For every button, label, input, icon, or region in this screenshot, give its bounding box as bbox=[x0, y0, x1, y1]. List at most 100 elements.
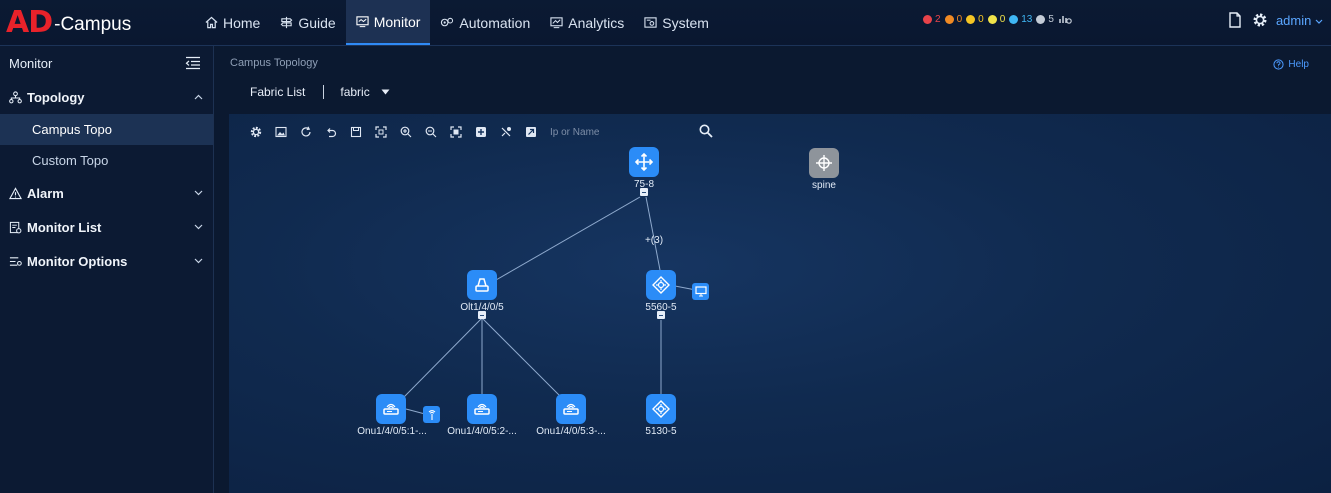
spine-switch-icon bbox=[816, 155, 832, 171]
alarm-dot-minor-icon bbox=[966, 14, 976, 24]
search-input[interactable] bbox=[550, 123, 690, 141]
collapse-toggle-5560-5[interactable] bbox=[657, 311, 665, 319]
link-olt-onu1[interactable] bbox=[403, 318, 482, 398]
fabric-dropdown[interactable]: fabric bbox=[340, 85, 390, 99]
alarm-settings-icon[interactable] bbox=[1058, 13, 1072, 25]
logo-ad: AD bbox=[6, 4, 53, 40]
zoom-in-icon bbox=[400, 126, 412, 138]
gear-icon[interactable] bbox=[1252, 12, 1268, 28]
device-node-olt[interactable] bbox=[467, 270, 497, 300]
help-label: Help bbox=[1288, 59, 1309, 70]
onu-icon bbox=[474, 403, 490, 415]
alarm-other[interactable]: 5 bbox=[1036, 14, 1054, 25]
sidebar-group-topology[interactable]: Topology bbox=[0, 80, 213, 114]
settings-tool[interactable] bbox=[249, 125, 263, 139]
fit-view-icon bbox=[375, 126, 387, 138]
fit-view-tool[interactable] bbox=[374, 125, 388, 139]
topology-canvas[interactable]: 75-8 spine +(3) Olt1/4/0/5 5560-5 Onu1/4… bbox=[229, 114, 1331, 493]
access-point-node[interactable] bbox=[423, 406, 440, 423]
logo-campus: -Campus bbox=[54, 14, 132, 35]
alarm-minor-count: 0 bbox=[978, 13, 984, 25]
sidebar-title: Monitor bbox=[9, 55, 53, 71]
alarm-info[interactable]: 13 bbox=[1009, 14, 1032, 25]
sidebar-group-monitor-list-label: Monitor List bbox=[27, 219, 102, 235]
link-75-8-olt[interactable] bbox=[495, 196, 641, 281]
analytics-icon bbox=[550, 17, 563, 29]
sidebar-group-alarm-label: Alarm bbox=[27, 185, 64, 201]
alarm-dot-warning-icon bbox=[987, 14, 997, 24]
zoom-out-tool[interactable] bbox=[424, 125, 438, 139]
alarm-critical[interactable]: 2 bbox=[923, 14, 941, 25]
alarm-major-count: 0 bbox=[956, 13, 963, 25]
background-image-tool[interactable] bbox=[274, 125, 288, 139]
main-content: Campus Topology Help Fabric List fabric bbox=[214, 46, 1331, 493]
search-icon[interactable] bbox=[699, 124, 713, 138]
sidebar-header: Monitor bbox=[0, 46, 213, 80]
sidebar-group-monitor-list[interactable]: Monitor List bbox=[0, 210, 213, 244]
save-tool[interactable] bbox=[349, 125, 363, 139]
nav-home[interactable]: Home bbox=[195, 0, 270, 45]
nav-home-label: Home bbox=[223, 14, 261, 31]
undo-tool[interactable] bbox=[324, 125, 338, 139]
link-75-8-5560[interactable] bbox=[645, 196, 661, 271]
nav-analytics[interactable]: Analytics bbox=[540, 0, 634, 45]
sidebar-group-alarm[interactable]: Alarm bbox=[0, 176, 213, 210]
alarm-warning[interactable]: 0 bbox=[987, 13, 1006, 25]
refresh-icon bbox=[301, 126, 311, 137]
fabric-list-link[interactable]: Fabric List bbox=[250, 85, 306, 99]
onu-icon bbox=[563, 403, 579, 415]
nav-system[interactable]: System bbox=[634, 0, 719, 45]
sidebar-item-campus-topo[interactable]: Campus Topo bbox=[0, 114, 213, 145]
nav-automation[interactable]: Automation bbox=[430, 0, 540, 45]
add-device-tool[interactable] bbox=[474, 125, 488, 139]
app-logo[interactable]: AD -Campus bbox=[6, 4, 131, 40]
alarm-warning-count: 0 bbox=[999, 13, 1006, 25]
nav-guide[interactable]: Guide bbox=[270, 0, 345, 45]
device-node-5130-5[interactable] bbox=[646, 394, 676, 424]
device-node-onu3[interactable] bbox=[556, 394, 586, 424]
help-link[interactable]: Help bbox=[1273, 59, 1309, 70]
collapse-toggle-olt[interactable] bbox=[478, 311, 486, 319]
options-icon bbox=[9, 256, 22, 266]
link-aggregate-label[interactable]: +(3) bbox=[644, 235, 664, 246]
alarm-critical-count: 2 bbox=[935, 13, 941, 25]
device-node-onu1[interactable] bbox=[376, 394, 406, 424]
fullscreen-tool[interactable] bbox=[449, 125, 463, 139]
link-onu1-ap[interactable] bbox=[405, 408, 426, 415]
alarm-dot-other-icon bbox=[1036, 14, 1046, 24]
nav-system-label: System bbox=[662, 14, 709, 31]
alarm-minor[interactable]: 0 bbox=[966, 14, 984, 25]
collapse-menu-icon[interactable] bbox=[185, 56, 201, 70]
desktop-terminal-icon bbox=[694, 286, 707, 297]
breadcrumb: Campus Topology bbox=[230, 57, 318, 69]
monitor-screen-icon bbox=[356, 16, 369, 28]
system-settings-icon bbox=[644, 17, 657, 28]
link-olt-onu3[interactable] bbox=[482, 318, 562, 398]
chevron-up-icon bbox=[194, 94, 203, 100]
core-switch-icon bbox=[634, 152, 654, 172]
sidebar-group-monitor-options[interactable]: Monitor Options bbox=[0, 244, 213, 278]
sidebar-item-custom-topo[interactable]: Custom Topo bbox=[32, 153, 109, 168]
device-node-spine[interactable] bbox=[809, 148, 839, 178]
zoom-in-tool[interactable] bbox=[399, 125, 413, 139]
user-menu[interactable]: admin bbox=[1276, 13, 1323, 28]
alarm-summary[interactable]: 2 0 0 0 13 5 bbox=[923, 13, 1072, 25]
alarm-major[interactable]: 0 bbox=[944, 13, 963, 25]
fabric-dropdown-value: fabric bbox=[340, 85, 370, 99]
device-node-75-8[interactable] bbox=[629, 147, 659, 177]
collapse-toggle-75-8[interactable] bbox=[640, 188, 648, 196]
chevron-down-icon bbox=[1315, 19, 1323, 24]
device-node-5560-5[interactable] bbox=[646, 270, 676, 300]
l3-switch-icon bbox=[652, 276, 670, 294]
document-icon[interactable] bbox=[1228, 12, 1242, 28]
link-tool[interactable] bbox=[499, 125, 513, 139]
nav-monitor[interactable]: Monitor bbox=[345, 0, 431, 45]
refresh-tool[interactable] bbox=[299, 125, 313, 139]
l3-switch-icon bbox=[652, 400, 670, 418]
chevron-down-icon bbox=[194, 224, 203, 230]
gears-icon bbox=[441, 17, 454, 27]
chevron-down-icon bbox=[194, 258, 203, 264]
device-node-onu2[interactable] bbox=[467, 394, 497, 424]
terminal-node[interactable] bbox=[692, 283, 709, 300]
export-tool[interactable] bbox=[524, 125, 538, 139]
